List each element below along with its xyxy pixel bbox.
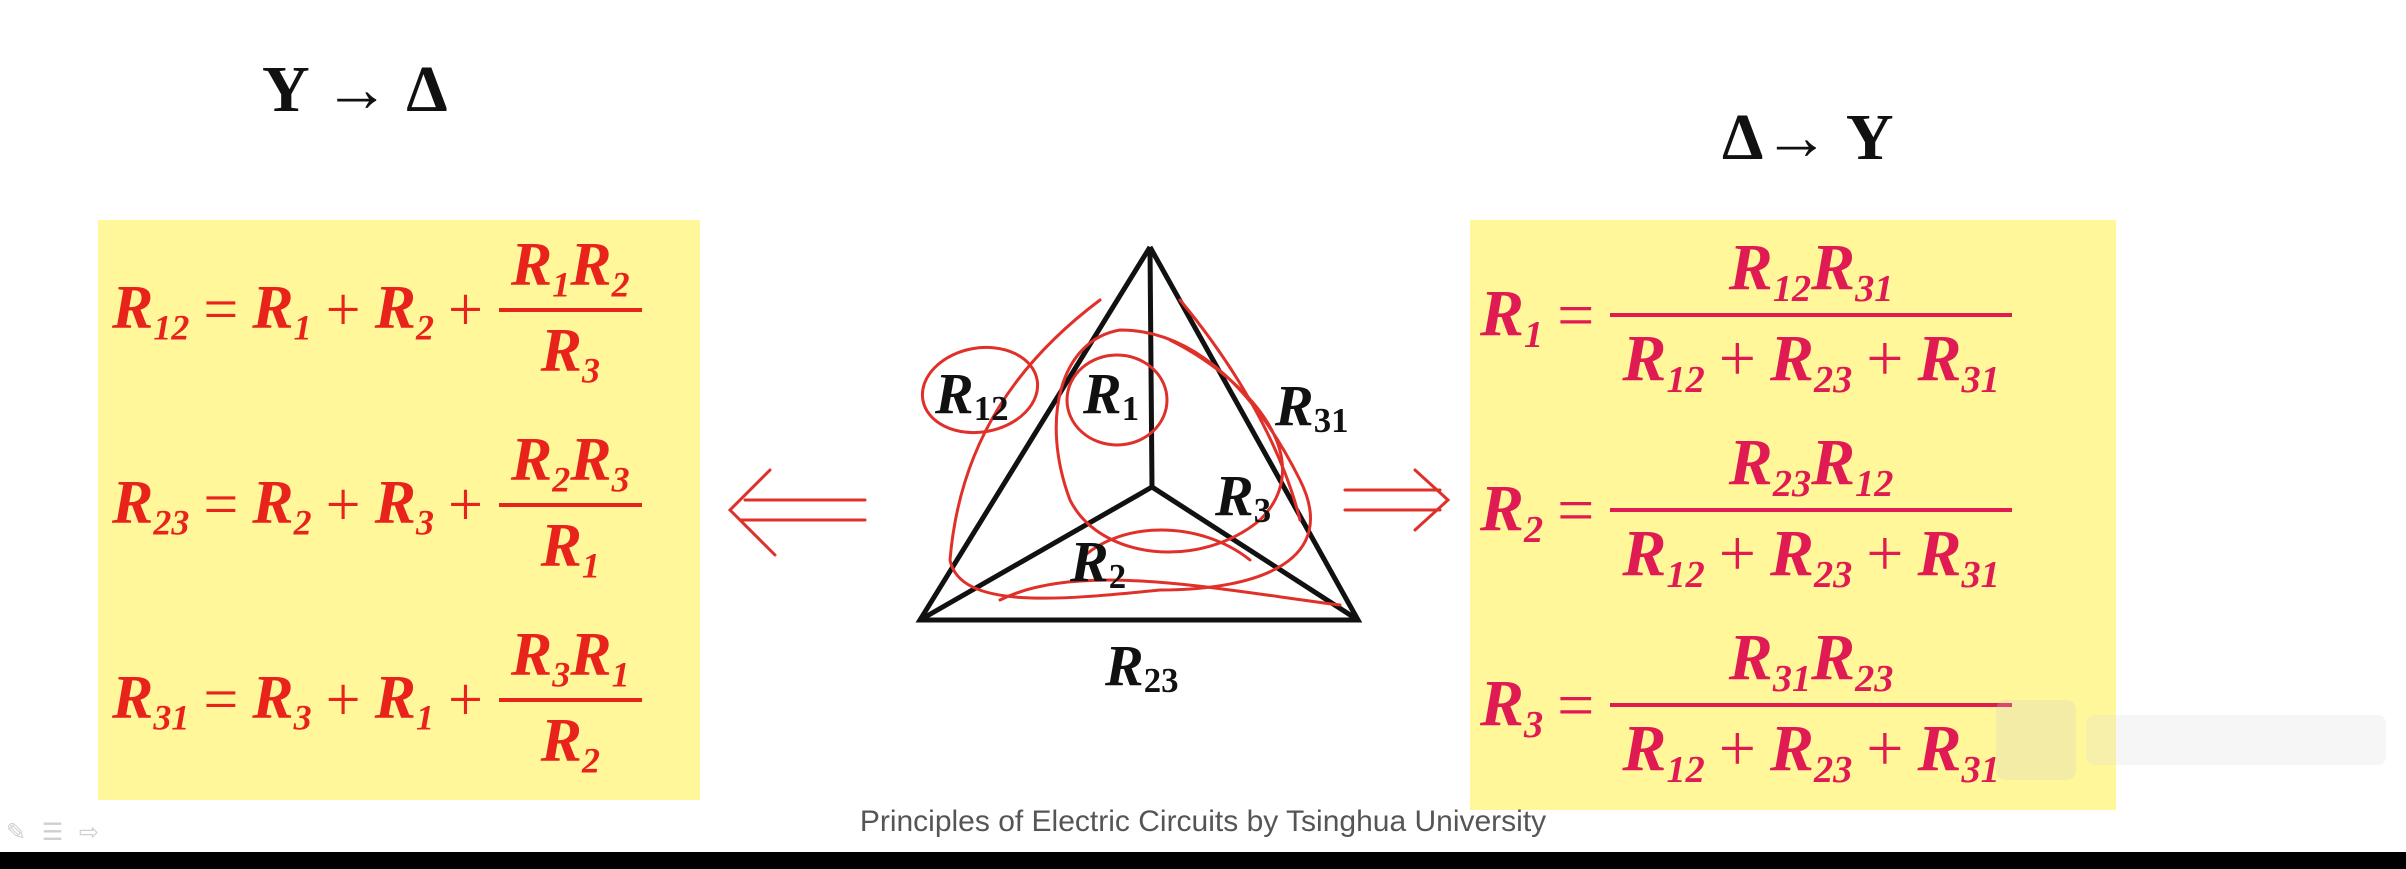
wye-branch-3 xyxy=(1150,484,1360,623)
equation-r31: R31 = R3 + R1 + R3R1 R2 xyxy=(112,620,642,781)
label-r23: R23 xyxy=(1105,633,1179,700)
label-r3: R3 xyxy=(1215,463,1272,530)
equation-r3: R3 = R31R23 R12+R23+R31 xyxy=(1480,620,2012,792)
bottom-bar xyxy=(0,852,2406,869)
annotation-circle-r12 xyxy=(920,345,1040,435)
equation-r2: R2 = R23R12 R12+R23+R31 xyxy=(1480,425,2012,597)
left-arrow-icon xyxy=(727,468,867,557)
label-r2: R2 xyxy=(1070,529,1127,596)
fraction: R31R23 R12+R23+R31 xyxy=(1610,620,2012,792)
annotation-scribble-inner xyxy=(998,298,1342,607)
annotation-circle-r1 xyxy=(1065,353,1169,447)
label-r12: R12 xyxy=(935,361,1009,428)
equation-r12: R12 = R1 + R2 + R1R2 R3 xyxy=(112,230,642,391)
equation-r1: R1 = R12R31 R12+R23+R31 xyxy=(1480,230,2012,402)
fraction: R23R12 R12+R23+R31 xyxy=(1610,425,2012,597)
lhs: R12 xyxy=(112,273,190,348)
label-r1: R1 xyxy=(1083,361,1140,428)
right-arrow-icon xyxy=(1343,468,1451,532)
y-to-delta-formula-box: R12 = R1 + R2 + R1R2 R3 R23 = R2 + R3 + … xyxy=(98,220,700,800)
fraction: R2R3 R1 xyxy=(498,425,642,586)
watermark-logo xyxy=(1996,700,2386,780)
footer-caption: Principles of Electric Circuits by Tsing… xyxy=(859,805,1547,838)
fraction: R1R2 R3 xyxy=(498,230,642,391)
fraction: R3R1 R2 xyxy=(498,620,642,781)
delta-to-y-formula-box: R1 = R12R31 R12+R23+R31 R2 = R23R12 R12+… xyxy=(1470,220,2116,810)
annotation-scribble-loop xyxy=(948,298,1313,600)
equation-r23: R23 = R2 + R3 + R2R3 R1 xyxy=(112,425,642,586)
wye-branch-2 xyxy=(918,484,1154,623)
label-r31: R31 xyxy=(1275,373,1349,440)
next-arrow-icon[interactable]: ⇨ xyxy=(78,818,100,846)
title-y-to-delta: Y → Δ xyxy=(262,53,448,126)
fraction: R12R31 R12+R23+R31 xyxy=(1610,230,2012,402)
delta-triangle xyxy=(915,245,1363,623)
slide-controls[interactable]: ✎ ☰ ⇨ xyxy=(6,818,99,846)
menu-icon[interactable]: ☰ xyxy=(41,818,64,846)
title-delta-to-y: Δ→ Y xyxy=(1722,101,1894,174)
pen-icon[interactable]: ✎ xyxy=(6,818,27,846)
